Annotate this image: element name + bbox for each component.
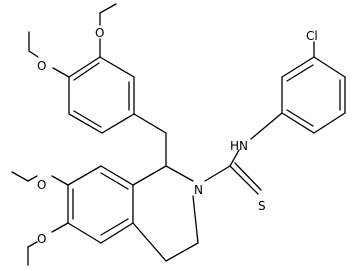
bond bbox=[165, 242, 199, 262]
bond bbox=[165, 165, 194, 182]
bond bbox=[281, 56, 315, 78]
bond bbox=[51, 222, 69, 233]
bond bbox=[100, 218, 129, 236]
bond bbox=[99, 3, 117, 14]
bond bbox=[11, 171, 29, 182]
atom-label-nh: HN bbox=[230, 139, 248, 153]
bond bbox=[68, 56, 101, 78]
bond bbox=[132, 165, 167, 186]
atom-label-oxygen: O bbox=[37, 59, 46, 73]
bond bbox=[229, 165, 259, 195]
atom-label-oxygen: O bbox=[37, 232, 46, 246]
bond bbox=[73, 110, 102, 128]
bond bbox=[100, 172, 129, 190]
bond bbox=[192, 195, 199, 244]
bond bbox=[133, 113, 167, 134]
tetrahydroisoquinoline-ring bbox=[67, 165, 199, 262]
atom-label-oxygen: O bbox=[95, 26, 104, 40]
bond bbox=[67, 165, 102, 186]
atom-label-sulfur: S bbox=[258, 199, 266, 213]
bond bbox=[204, 165, 231, 182]
bond bbox=[27, 241, 38, 248]
bond bbox=[313, 56, 346, 78]
atom-label-oxygen: O bbox=[37, 178, 46, 192]
bond bbox=[68, 113, 103, 134]
bond bbox=[281, 112, 315, 134]
bond bbox=[51, 175, 69, 186]
chlorophenyl-ring bbox=[250, 41, 346, 140]
bond bbox=[101, 113, 135, 134]
methylene-linker bbox=[133, 113, 167, 167]
dimethoxyphenyl-ring bbox=[68, 56, 135, 134]
bond bbox=[99, 56, 135, 78]
methoxy-groups-upper bbox=[28, 3, 117, 78]
atom-labels: O O O O HN N S Cl bbox=[37, 26, 318, 246]
bond bbox=[229, 149, 240, 167]
bond bbox=[52, 67, 70, 78]
bond bbox=[313, 112, 346, 134]
bond bbox=[132, 222, 167, 262]
bond bbox=[73, 62, 100, 81]
bond bbox=[250, 112, 283, 140]
atom-label-nitrogen: N bbox=[194, 183, 203, 197]
thiourea-group bbox=[204, 149, 262, 195]
bond bbox=[286, 64, 314, 82]
bond bbox=[234, 162, 262, 191]
bond bbox=[286, 109, 314, 127]
methoxy-groups-lower bbox=[11, 171, 69, 266]
bond bbox=[28, 50, 39, 58]
bond bbox=[67, 222, 102, 244]
bond bbox=[27, 175, 38, 182]
atom-label-chlorine: Cl bbox=[306, 29, 318, 43]
bond bbox=[100, 222, 134, 244]
bond bbox=[100, 165, 134, 186]
